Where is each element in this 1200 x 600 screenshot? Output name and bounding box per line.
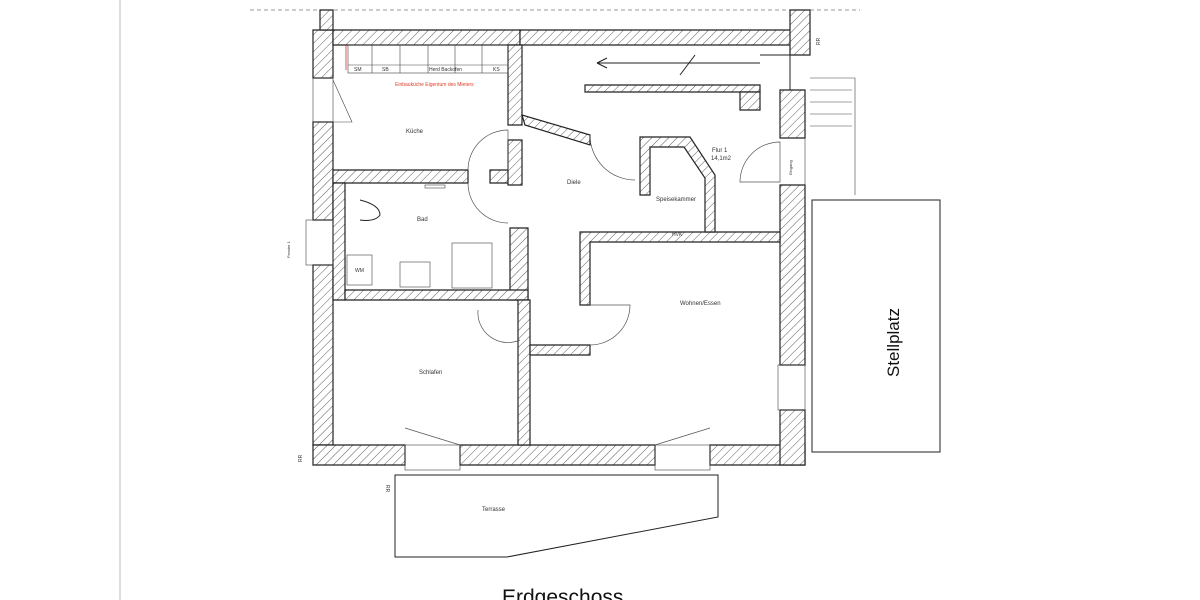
room-wohnen: Wohnen/Essen [680, 301, 721, 307]
room-speisekammer: Speisekammer [656, 197, 696, 203]
label-rr-2: RR [298, 454, 304, 462]
walls [312, 9, 811, 466]
unit-ks: KS [493, 67, 500, 73]
unit-sb: SB [382, 67, 389, 73]
terrace-outline [394, 474, 719, 558]
room-diele: Diele [567, 180, 581, 186]
bathroom-fixtures [346, 184, 493, 289]
label-rr-3: RR [384, 485, 390, 493]
room-schlafen: Schlafen [419, 370, 442, 376]
label-wm: WM [355, 268, 364, 274]
label-fenster: Fenster 1 [286, 240, 291, 258]
room-stellplatz: Stellplatz [884, 308, 903, 377]
room-kueche: Küche [406, 129, 424, 135]
label-eingang: Eingang [788, 160, 793, 175]
doors [305, 77, 806, 471]
unit-sm: SM [354, 67, 362, 73]
room-bad: Bad [417, 217, 428, 223]
label-rr-1: RR [816, 37, 822, 45]
plan-title: Erdgeschoss [502, 586, 623, 600]
stairs [596, 54, 856, 195]
room-flur: Flur 1 [712, 148, 728, 154]
room-terrasse: Terrasse [482, 507, 506, 513]
room-flur-area: 14,1m2 [711, 156, 732, 162]
parking-space [811, 199, 941, 453]
kitchen-units [345, 44, 509, 74]
label-hvk: HVK [672, 232, 683, 238]
kitchen-note: Einbauküche Eigentum des Mieters [395, 82, 474, 88]
unit-herd: Herd Backofen [429, 67, 462, 73]
